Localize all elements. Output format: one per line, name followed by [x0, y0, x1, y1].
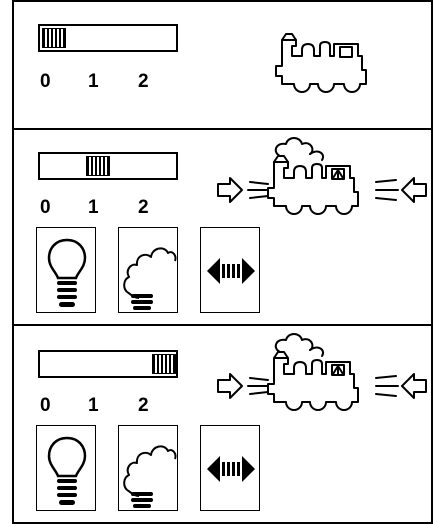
smoke-function-box [118, 227, 178, 313]
light-bulb-icon [47, 238, 87, 307]
locomotive-running-icon [217, 333, 427, 411]
speed-label-0: 0 [40, 395, 51, 416]
speed-label-0: 0 [40, 197, 51, 218]
speed-slider [38, 24, 178, 52]
light-function-box [36, 425, 96, 511]
smoke-function-box [118, 425, 178, 511]
slider-thumb [152, 354, 176, 374]
direction-function-box [200, 227, 260, 313]
slider-thumb [86, 156, 110, 176]
smoke-icon [123, 445, 177, 508]
smoke-icon [123, 247, 177, 310]
speed-label-2: 2 [138, 395, 149, 416]
speed-slider [38, 152, 178, 180]
speed-label-1: 1 [88, 197, 99, 218]
light-function-box [36, 227, 96, 313]
direction-arrows-icon [207, 258, 255, 284]
speed-label-2: 2 [138, 197, 149, 218]
speed-label-2: 2 [138, 71, 149, 92]
locomotive-icon [275, 33, 367, 93]
speed-label-1: 1 [88, 395, 99, 416]
slider-thumb [42, 28, 66, 48]
light-bulb-icon [47, 436, 87, 505]
panel-speed-2: 0 1 2 [12, 324, 433, 524]
speed-slider [38, 350, 178, 378]
panel-speed-1: 0 1 2 [12, 128, 433, 326]
speed-label-0: 0 [40, 71, 51, 92]
speed-label-1: 1 [88, 71, 99, 92]
panel-speed-0: 0 1 2 [12, 0, 433, 130]
locomotive-running-icon [217, 137, 427, 215]
direction-arrows-icon [207, 456, 255, 482]
direction-function-box [200, 425, 260, 511]
